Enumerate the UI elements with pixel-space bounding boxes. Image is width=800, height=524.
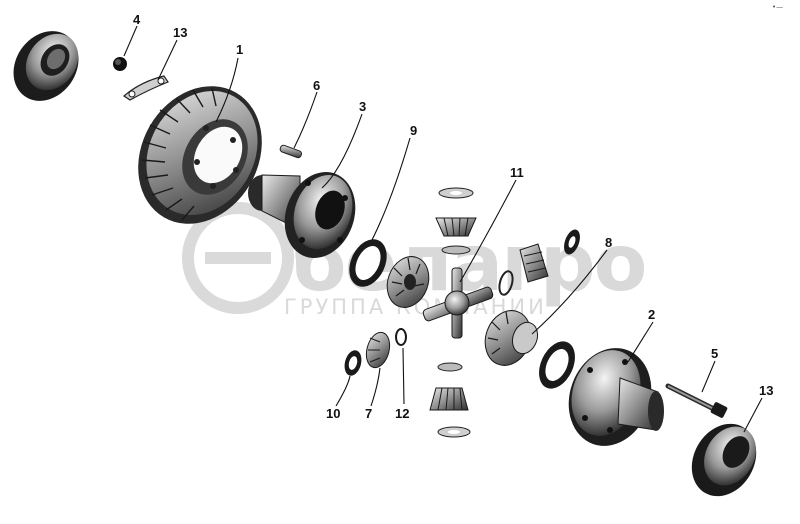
bottom-pinion — [429, 387, 469, 411]
callout-10: 10 — [326, 406, 340, 421]
bottom-washer — [437, 426, 471, 438]
side-gear-right — [484, 310, 539, 366]
bearing-bottom-right — [691, 423, 757, 497]
bearing-top-left — [13, 31, 79, 101]
right-case-half — [568, 348, 664, 446]
leader-1 — [215, 57, 239, 123]
leader-11 — [459, 179, 517, 283]
watermark-logo-icon — [182, 202, 294, 314]
left-cross-ring — [498, 270, 514, 296]
left-case-half — [248, 172, 356, 258]
bolt — [665, 383, 728, 418]
leader-12 — [402, 347, 405, 405]
callout-2: 2 — [648, 307, 655, 322]
leader-7 — [370, 367, 381, 407]
callout-5: 5 — [711, 346, 718, 361]
corner-mark: •— — [772, 3, 783, 11]
leader-3 — [321, 113, 363, 189]
leader-2 — [627, 321, 654, 363]
leader-13b — [743, 397, 763, 433]
leader-lines — [123, 25, 763, 433]
side-gear-upper-left — [386, 256, 430, 308]
ring-gear — [138, 86, 262, 224]
callout-13a: 13 — [173, 25, 187, 40]
leader-5 — [701, 360, 716, 393]
leader-10 — [335, 375, 351, 407]
lock-plate — [123, 75, 169, 101]
callout-11: 11 — [510, 165, 524, 180]
spider-cross — [422, 267, 494, 339]
top-pinion — [435, 217, 477, 237]
leader-4 — [123, 25, 138, 57]
callout-8: 8 — [605, 235, 612, 250]
leader-9 — [371, 137, 411, 241]
callout-labels: 1 2 3 4 5 6 7 8 9 10 11 12 13 13 — [133, 12, 773, 421]
side-gear — [365, 331, 391, 369]
bottom-pinion-ring — [437, 362, 463, 372]
callout-7: 7 — [365, 406, 372, 421]
thrust-washer — [349, 239, 387, 287]
ring — [395, 328, 407, 346]
right-pinion — [519, 243, 549, 283]
callout-12: 12 — [395, 406, 409, 421]
callout-9: 9 — [410, 123, 417, 138]
leader-13a — [157, 39, 178, 81]
callout-6: 6 — [313, 78, 320, 93]
callout-4: 4 — [133, 12, 141, 27]
top-washer — [438, 187, 474, 199]
washer — [344, 350, 362, 376]
callout-1: 1 — [236, 42, 243, 57]
right-pinion-washer — [564, 229, 580, 255]
callout-13b: 13 — [759, 383, 773, 398]
pin — [279, 144, 303, 159]
leader-8 — [531, 249, 608, 335]
case-washer — [539, 341, 575, 389]
top-pinion-lower-ring — [441, 245, 471, 255]
leader-6 — [293, 91, 318, 149]
callout-3: 3 — [359, 99, 366, 114]
nut — [113, 57, 127, 71]
